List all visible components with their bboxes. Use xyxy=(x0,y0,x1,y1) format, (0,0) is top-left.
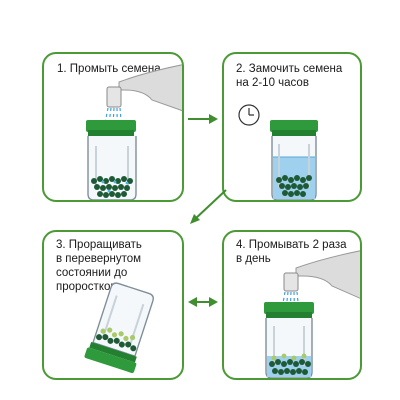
faucet-icon xyxy=(283,250,360,299)
step-3-label: 3. Проращивать в перевернутом состоянии … xyxy=(56,239,142,293)
jar-icon xyxy=(86,120,137,200)
seeds-icon xyxy=(91,176,133,198)
step-1-panel: 1. Промыть семена xyxy=(42,52,184,202)
step-2-panel: 2. Замочить семена на 2-10 часов xyxy=(222,52,362,202)
inverted-jar-icon xyxy=(84,282,154,374)
step-4-label: 4. Промывать 2 раза в день xyxy=(236,239,347,265)
step-3-panel: 3. Проращивать в перевернутом состоянии … xyxy=(42,230,184,380)
step-2-label: 2. Замочить семена на 2-10 часов xyxy=(236,63,343,89)
seeds-icon xyxy=(276,175,312,197)
clock-icon xyxy=(238,104,260,126)
step-4-panel: 4. Промывать 2 раза в день xyxy=(222,230,362,380)
seeds-icon xyxy=(269,353,311,375)
faucet-icon xyxy=(106,64,182,112)
